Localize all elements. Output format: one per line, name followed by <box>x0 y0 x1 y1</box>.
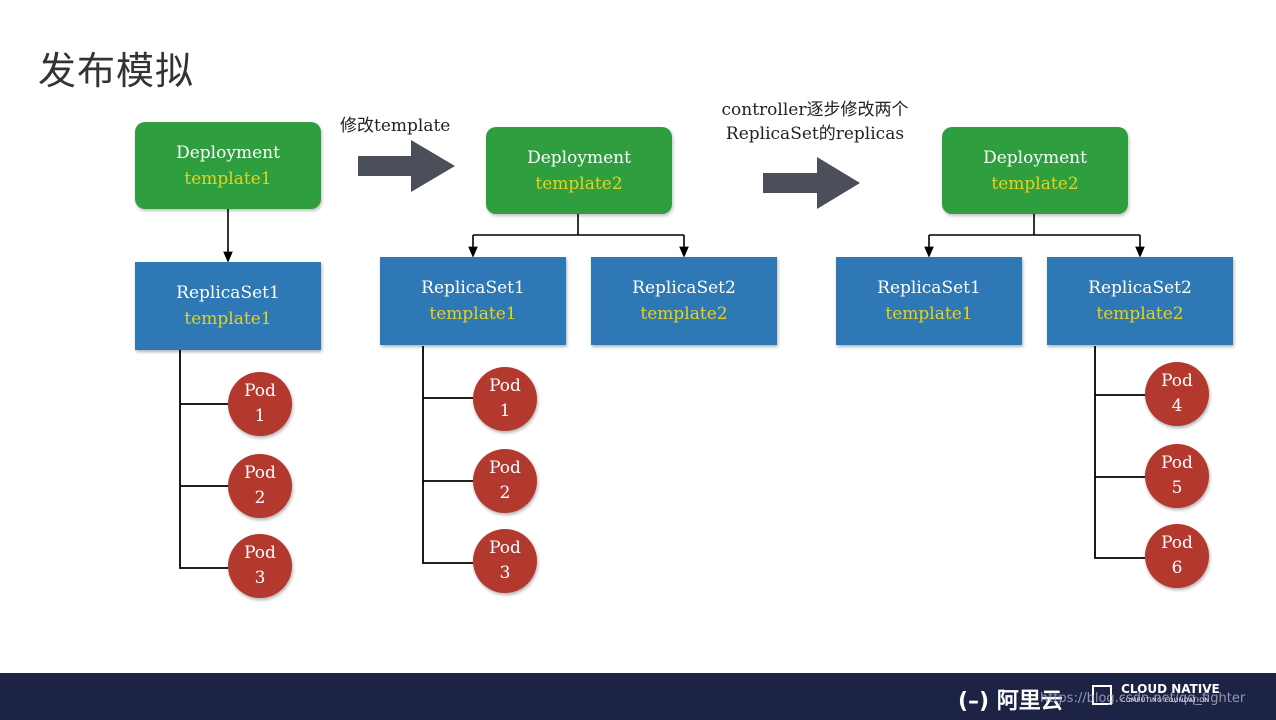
replicaset-template: template1 <box>429 304 517 324</box>
pod-label: Pod <box>244 463 276 483</box>
step-arrow-2 <box>763 157 860 209</box>
deployment-box: Deployment template1 <box>135 122 321 209</box>
deployment-template: template2 <box>991 173 1079 194</box>
replicaset-label: ReplicaSet2 <box>1088 278 1192 298</box>
watermark-text: https://blog.csdn.net/qq_fighter <box>1040 691 1246 706</box>
pod-circle: Pod 5 <box>1145 444 1209 508</box>
page-title: 发布模拟 <box>38 49 195 93</box>
pod-tree-1 <box>179 350 228 569</box>
aliyun-text: 阿里云 <box>996 689 1063 714</box>
replicaset-template: template2 <box>1096 304 1184 324</box>
deployment-box: Deployment template2 <box>486 127 672 214</box>
pod-number: 3 <box>499 563 511 583</box>
replicaset-box: ReplicaSet1 template1 <box>380 257 566 345</box>
pod-number: 1 <box>499 401 511 421</box>
cncf-main-text: CLOUD NATIVE <box>1121 682 1220 696</box>
step-arrow-1 <box>358 140 455 192</box>
replicaset-template: template1 <box>885 304 973 324</box>
footer-bar: (–) 阿里云 CLOUD NATIVE COMPUTING FOUNDATIO… <box>0 673 1276 720</box>
pod-label: Pod <box>1161 533 1193 553</box>
deployment-label: Deployment <box>527 147 631 168</box>
replicaset-box: ReplicaSet2 template2 <box>591 257 777 345</box>
pod-number: 2 <box>254 488 266 508</box>
pod-circle: Pod 6 <box>1145 524 1209 588</box>
deployment-template: template2 <box>535 173 623 194</box>
cncf-square-icon <box>1092 685 1112 705</box>
pod-circle: Pod 2 <box>473 449 537 513</box>
pod-label: Pod <box>489 458 521 478</box>
pod-label: Pod <box>1161 371 1193 391</box>
cncf-logo: CLOUD NATIVE COMPUTING FOUNDATION <box>1092 683 1220 707</box>
pod-label: Pod <box>489 538 521 558</box>
pod-label: Pod <box>489 376 521 396</box>
replicaset-template: template2 <box>640 304 728 324</box>
pod-label: Pod <box>1161 453 1193 473</box>
pod-number: 4 <box>1171 396 1183 416</box>
pod-label: Pod <box>244 381 276 401</box>
controller-label-line2: ReplicaSet的replicas <box>725 124 905 144</box>
replicaset-label: ReplicaSet2 <box>632 278 736 298</box>
deployment-template: template1 <box>184 168 272 189</box>
pod-number: 2 <box>499 483 511 503</box>
pod-circle: Pod 3 <box>228 534 292 598</box>
replicaset-box: ReplicaSet1 template1 <box>836 257 1022 345</box>
pod-circle: Pod 2 <box>228 454 292 518</box>
pod-number: 6 <box>1171 558 1183 578</box>
replicaset-template: template1 <box>184 309 272 329</box>
aliyun-logo: (–) 阿里云 <box>958 683 1063 715</box>
pod-tree-3 <box>1094 346 1145 559</box>
replicaset-label: ReplicaSet1 <box>421 278 525 298</box>
pod-circle: Pod 3 <box>473 529 537 593</box>
modify-template-label: 修改template <box>340 116 451 136</box>
pod-label: Pod <box>244 543 276 563</box>
aliyun-bracket-icon: (–) <box>958 689 990 714</box>
pod-tree-2 <box>422 346 473 564</box>
pod-number: 3 <box>254 568 266 588</box>
replicaset-box: ReplicaSet1 template1 <box>135 262 321 350</box>
pod-circle: Pod 4 <box>1145 362 1209 426</box>
deployment-label: Deployment <box>176 142 280 163</box>
controller-label-line1: controller逐步修改两个 <box>721 100 909 120</box>
replicaset-box: ReplicaSet2 template2 <box>1047 257 1233 345</box>
replicaset-label: ReplicaSet1 <box>176 283 280 303</box>
pod-circle: Pod 1 <box>473 367 537 431</box>
pod-circle: Pod 1 <box>228 372 292 436</box>
controller-label: controller逐步修改两个 ReplicaSet的replicas <box>692 98 938 146</box>
deployment-label: Deployment <box>983 147 1087 168</box>
pod-number: 5 <box>1171 478 1183 498</box>
cncf-sub-text: COMPUTING FOUNDATION <box>1121 697 1210 704</box>
replicaset-label: ReplicaSet1 <box>877 278 981 298</box>
deployment-box: Deployment template2 <box>942 127 1128 214</box>
pod-number: 1 <box>254 406 266 426</box>
